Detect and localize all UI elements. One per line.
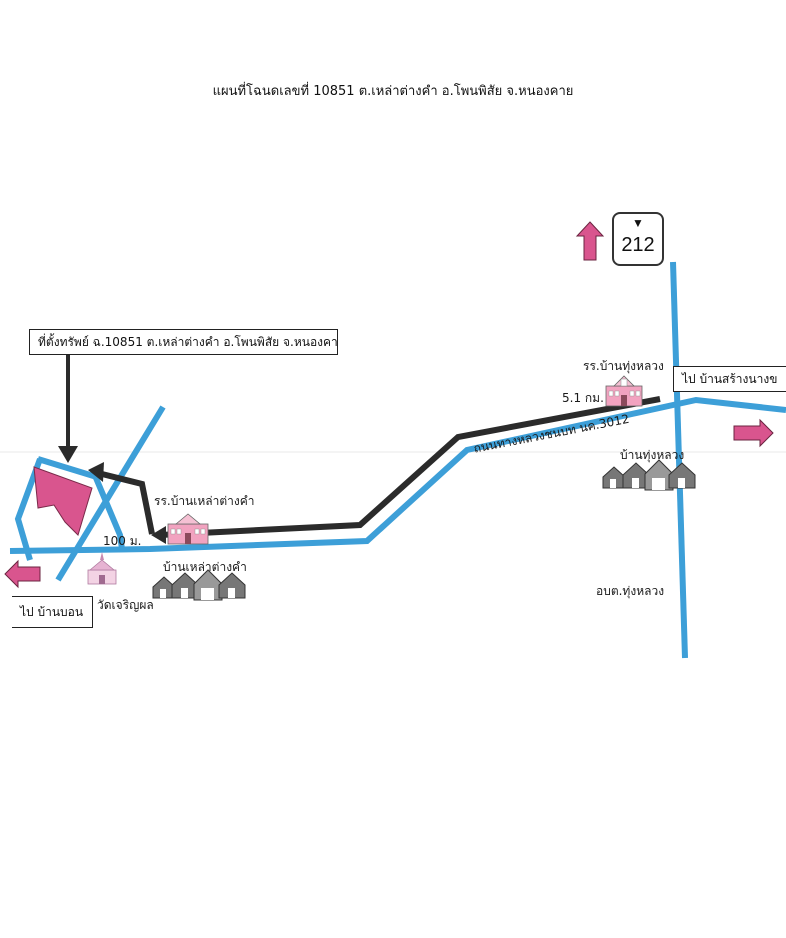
to-banbon-box: ไป บ้านบอน — [12, 596, 93, 628]
land-plot — [33, 466, 93, 536]
school-laotangkham-label: รร.บ้านเหล่าต่างคำ — [154, 494, 255, 508]
temple-icon — [87, 552, 117, 585]
school-laotangkham-icon — [167, 513, 209, 545]
location-box-text: ที่ตั้งทรัพย์ ฉ.10851 ต.เหล่าต่างคำ อ.โพ… — [38, 334, 338, 349]
route-line — [101, 396, 661, 538]
distance-100-label: 100 ม. — [103, 534, 142, 548]
road-plot-west — [14, 457, 43, 561]
route-connector — [101, 471, 155, 535]
village-thunglaung-icon — [602, 459, 696, 491]
road-plot-north — [37, 456, 101, 481]
route-arrowhead-plot — [88, 462, 104, 482]
temple-label: วัดเจริญผล — [97, 598, 154, 612]
road-plot-east — [93, 476, 125, 550]
to-bansang-box: ไป บ้านสร้างนางข — [673, 366, 786, 392]
garuda-emblem-icon: ▼ — [632, 216, 644, 230]
location-box: ที่ตั้งทรัพย์ ฉ.10851 ต.เหล่าต่างคำ อ.โพ… — [29, 329, 338, 355]
route-number: 212 — [621, 234, 655, 256]
distance-5-1-label: 5.1 กม. — [562, 391, 604, 405]
sao-thunglaung-label: อบต.ทุ่งหลวง — [596, 584, 665, 598]
road-main-3012 — [9, 396, 786, 554]
arrow-left-west-icon — [4, 559, 41, 589]
school-thunglaung-label: รร.บ้านทุ่งหลวง — [583, 359, 664, 373]
to-banbon-label: ไป บ้านบอน — [20, 604, 84, 619]
village-laotangkham-label: บ้านเหล่าต่างคำ — [163, 560, 247, 574]
route-212-shield: ▼ 212 — [612, 212, 664, 266]
arrow-right-east-icon — [733, 418, 774, 448]
route-arrowhead-west — [151, 526, 166, 544]
location-pointer-head — [58, 446, 78, 463]
map-title: แผนที่โฉนดเลขที่ 10851 ต.เหล่าต่างคำ อ.โ… — [212, 84, 574, 99]
school-thunglaung-icon — [605, 375, 643, 407]
route-path — [159, 396, 661, 538]
village-laotangkham-icon — [152, 569, 246, 601]
road-network — [9, 261, 786, 659]
village-thunglaung-label: บ้านทุ่งหลวง — [620, 448, 685, 462]
road-212 — [670, 261, 688, 659]
road-plot-diagonal — [55, 405, 166, 582]
to-bansang-label: ไป บ้านสร้างนางข — [682, 371, 778, 386]
arrow-up-north-icon — [575, 221, 605, 261]
